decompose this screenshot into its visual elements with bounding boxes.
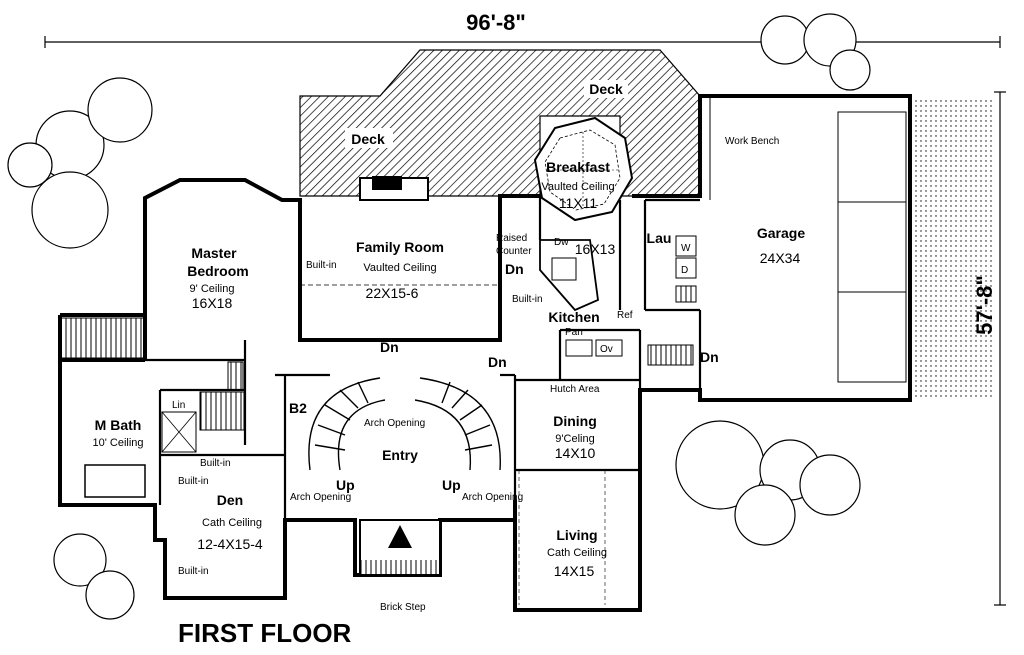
- garage: [709, 96, 992, 400]
- deck-right-label: Deck: [589, 81, 623, 97]
- builtin-den-label-2: Built-in: [178, 476, 209, 487]
- deck-area: Deck Deck: [299, 49, 701, 197]
- builtin-den-label-3: Built-in: [178, 566, 209, 577]
- kitchen-island: Dw: [539, 237, 599, 312]
- kitchen-name: Kitchen: [548, 309, 599, 325]
- dn-kitchen-label: Dn: [505, 261, 524, 277]
- width-dimension: 96'-8": [44, 8, 1001, 48]
- up-left-label: Up: [336, 477, 355, 493]
- up-right-label: Up: [442, 477, 461, 493]
- exterior-walls: [58, 94, 912, 612]
- tree-icon: [7, 77, 153, 249]
- builtin-den-label-1: Built-in: [200, 458, 231, 469]
- den-size: 12-4X15-4: [197, 536, 263, 552]
- master-bedroom-name-2: Bedroom: [187, 263, 248, 279]
- den-name: Den: [217, 492, 243, 508]
- raised-counter-label-1: Raised: [496, 233, 527, 244]
- master-bedroom-size: 16X18: [192, 295, 233, 311]
- arch-opening-right-label: Arch Opening: [462, 492, 523, 503]
- living-size: 14X15: [554, 563, 595, 579]
- dishwasher-label: Dw: [554, 237, 569, 248]
- entry-name: Entry: [382, 447, 418, 463]
- dn-family-label: Dn: [380, 339, 399, 355]
- living-name: Living: [556, 527, 597, 543]
- breakfast-size: 11X11: [559, 195, 598, 211]
- raised-counter-label-2: Counter: [496, 246, 532, 257]
- dn-entry-label: Dn: [488, 354, 507, 370]
- breakfast-note: Vaulted Ceiling: [541, 181, 614, 193]
- m-bath-name: M Bath: [95, 417, 142, 433]
- interior-walls: [145, 196, 702, 598]
- width-dimension-label: 96'-8": [466, 10, 526, 35]
- fireplace: [359, 176, 429, 201]
- family-room-name: Family Room: [356, 239, 444, 255]
- garage-size: 24X34: [760, 250, 801, 266]
- brick-step-label: Brick Step: [380, 602, 426, 613]
- family-room-note: Vaulted Ceiling: [363, 262, 436, 274]
- b2-name: B2: [289, 400, 307, 416]
- hutch-area-label: Hutch Area: [550, 384, 600, 395]
- work-bench-label: Work Bench: [725, 136, 779, 147]
- garage-name: Garage: [757, 225, 805, 241]
- pantry-label: Pan: [565, 327, 583, 338]
- refrigerator-label: Ref: [617, 310, 633, 321]
- builtin-family-label: Built-in: [306, 260, 337, 271]
- builtin-kitchen-label: Built-in: [512, 294, 543, 305]
- den-note: Cath Ceiling: [202, 517, 262, 529]
- washer-label: W: [681, 243, 691, 254]
- linen-label: Lin: [172, 400, 185, 411]
- dining-size: 14X10: [555, 445, 596, 461]
- oven-label: Ov: [600, 344, 613, 355]
- kitchen-size: 16X13: [575, 241, 616, 257]
- breakfast-name: Breakfast: [546, 159, 610, 175]
- dining-name: Dining: [553, 413, 597, 429]
- dn-garage-label: Dn: [700, 349, 719, 365]
- curved-staircase: [308, 377, 501, 471]
- family-room-size: 22X15-6: [366, 285, 419, 301]
- tree-icon: [760, 13, 871, 91]
- arch-opening-left-label: Arch Opening: [290, 492, 351, 503]
- tree-icon: [53, 533, 135, 620]
- m-bath-note: 10' Ceiling: [92, 437, 143, 449]
- deck-left-label: Deck: [351, 131, 385, 147]
- living-note: Cath Ceiling: [547, 547, 607, 559]
- dining-note: 9'Celing: [555, 433, 594, 445]
- dryer-label: D: [681, 265, 688, 276]
- front-step: [359, 519, 441, 576]
- master-bedroom-name-1: Master: [191, 245, 237, 261]
- arch-opening-top-label: Arch Opening: [364, 418, 425, 429]
- floor-title: FIRST FLOOR: [178, 618, 352, 648]
- laundry-name: Lau: [647, 230, 672, 246]
- tree-icon: [675, 420, 861, 546]
- master-bedroom-note: 9' Ceiling: [190, 283, 235, 295]
- breakfast-nook: Breakfast Vaulted Ceiling 11X11: [533, 116, 634, 222]
